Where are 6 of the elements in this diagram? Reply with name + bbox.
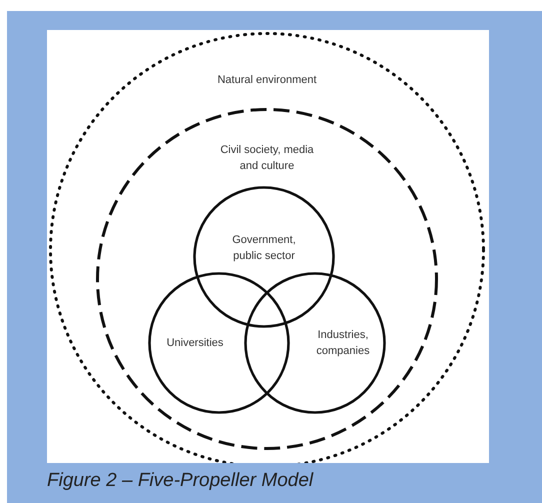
circle-label: Industries, companies — [315, 328, 371, 359]
circle-label: Government, public sector — [231, 233, 297, 264]
circle-label: Natural environment — [216, 73, 318, 88]
circle-label: Universities — [166, 336, 224, 351]
figure-caption: Figure 2 – Five-Propeller Model — [47, 470, 314, 492]
circle-label: Civil society, media and culture — [219, 143, 315, 174]
